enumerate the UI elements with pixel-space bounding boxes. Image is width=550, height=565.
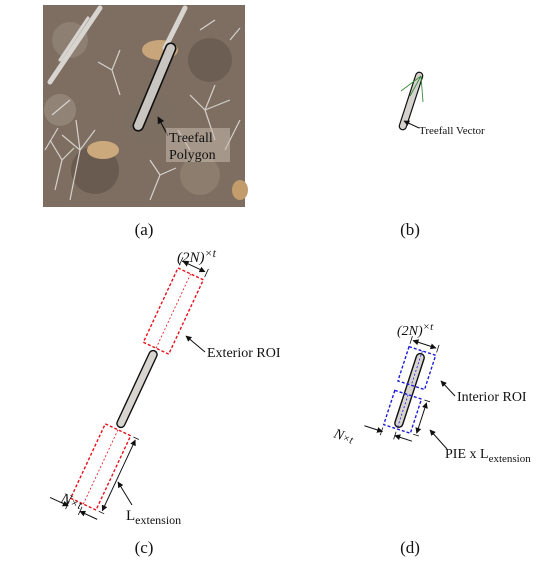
svg-text:N×t: N×t (58, 490, 85, 513)
panel-b-caption: (b) (400, 220, 420, 239)
panel-a-caption: (a) (135, 220, 154, 239)
treefall-vector-label: Treefall Vector (419, 125, 485, 137)
treefall-polygon-label-line1: Treefall (169, 131, 213, 146)
extension-label-base: L (126, 508, 135, 524)
exterior-offset-mult: ×t (68, 495, 84, 512)
svg-text:(2N)×t: (2N)×t (177, 246, 217, 266)
treefall-polygon (132, 42, 177, 132)
aerial-photo: Treefall Polygon (43, 5, 248, 207)
panel-c: (2N)×t Exterior ROI N×t Lextension (c) (49, 246, 281, 557)
panel-d-caption: (d) (400, 538, 420, 557)
treefall-capsule-d (394, 352, 425, 428)
exterior-width-label: (2N) (177, 250, 205, 266)
svg-text:(2N)×t: (2N)×t (397, 321, 434, 339)
pie-label-sub: extension (489, 453, 532, 465)
panel-b: Treefall Vector (b) (398, 71, 485, 239)
exterior-width-mult: ×t (205, 246, 217, 260)
interior-width-mult: ×t (423, 321, 434, 333)
svg-text:PIE x Lextension: PIE x Lextension (445, 447, 531, 465)
pie-label-base: PIE x L (445, 447, 489, 462)
extension-label-sub: extension (135, 513, 181, 527)
svg-text:N×t: N×t (331, 426, 357, 448)
interior-width-label: (2N) (397, 324, 423, 339)
exterior-roi-label: Exterior ROI (207, 346, 281, 361)
treefall-vector (398, 71, 424, 131)
panel-a: Treefall Polygon (a) (43, 5, 248, 239)
interior-roi-upper (397, 345, 437, 391)
treefall-capsule (116, 349, 158, 429)
interior-roi-label: Interior ROI (457, 390, 527, 405)
panel-c-caption: (c) (135, 538, 154, 557)
panel-d: (2N)×t Interior ROI N×t PIE x Lextension… (331, 321, 532, 557)
svg-text:Lextension: Lextension (126, 508, 181, 527)
treefall-polygon-label-line2: Polygon (169, 148, 216, 163)
